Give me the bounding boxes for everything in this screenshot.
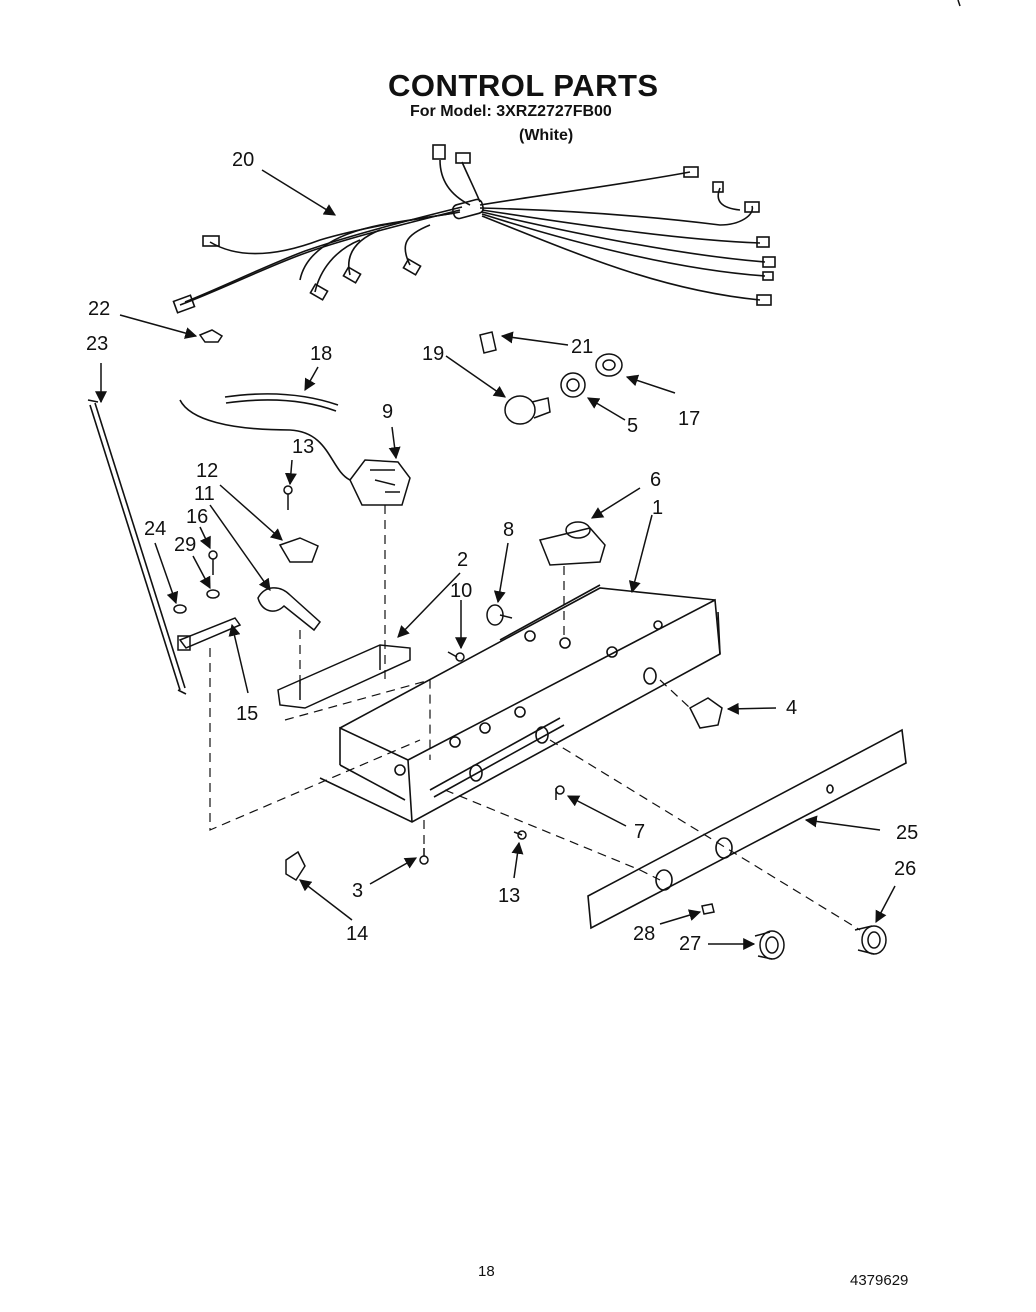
switch-4 [689,697,723,729]
tube-18 [179,393,351,481]
callout-label: 15 [236,703,258,725]
callout-label: 18 [310,343,332,365]
washer-24 [173,604,187,614]
wiring-harness [172,144,776,314]
screw-13-top [283,485,293,510]
screw-10 [447,651,465,662]
screw-13-bottom [513,830,527,840]
control-housing [319,584,721,823]
document-number: 4379629 [850,1272,909,1289]
callout-label: 7 [634,821,645,843]
callout-label: 11 [194,483,215,505]
callout-label: 5 [627,415,638,437]
callout-label: 14 [346,923,368,945]
switch-11 [257,587,322,632]
lever-15 [177,617,242,651]
page-title: CONTROL PARTS [388,68,659,103]
callout-label: 29 [174,534,196,556]
callout-label: 9 [382,401,393,423]
model-line: For Model: 3XRZ2727FB00 [410,103,612,120]
callout-label: 16 [186,506,208,528]
callout-label: 17 [678,408,700,430]
screw-16 [208,550,218,575]
callout-label: 4 [786,697,797,719]
callout-label: 6 [650,469,661,491]
callout-leaders [95,169,896,950]
callout-label: 24 [144,518,166,540]
knob-27 [754,930,785,960]
callout-label: 27 [679,933,701,955]
washer-29 [206,589,220,599]
callout-label: 22 [88,298,110,320]
callout-label: 10 [450,580,472,602]
timer-6 [538,521,606,566]
page-number: 18 [478,1263,495,1280]
clip-14 [285,850,306,882]
screw-7 [555,785,565,800]
light-8 [486,604,513,626]
callout-label: 26 [894,858,916,880]
callout-label: 19 [422,343,444,365]
clip-28 [701,903,715,915]
callout-label: 13 [292,436,314,458]
bulb-19 [504,395,551,425]
callout-label: 1 [652,497,663,519]
bracket-2 [277,644,411,709]
callout-label: 12 [196,460,218,482]
screw-3 [419,848,429,865]
corner-mark [957,0,961,7]
assembly-lines [209,505,861,931]
callout-label: 2 [457,549,468,571]
callout-label: 13 [498,885,520,907]
callout-label: 28 [633,923,655,945]
callout-label: 8 [503,519,514,541]
color-line: (White) [519,127,574,144]
callout-label: 21 [571,336,593,358]
socket-5 [560,372,586,398]
thermostat-9 [349,459,411,506]
callout-label: 23 [86,333,108,355]
socket-17 [595,353,623,377]
bracket-12 [278,537,319,563]
rod-23 [87,399,187,695]
callout-labels: 20 22 23 18 19 21 5 17 9 13 12 11 16 29 … [86,149,918,955]
clip-21 [479,331,497,354]
callout-label: 20 [232,149,254,171]
clip-22 [198,329,224,343]
callout-label: 3 [352,880,363,902]
callout-label: 25 [896,822,918,844]
control-panel [587,728,907,930]
